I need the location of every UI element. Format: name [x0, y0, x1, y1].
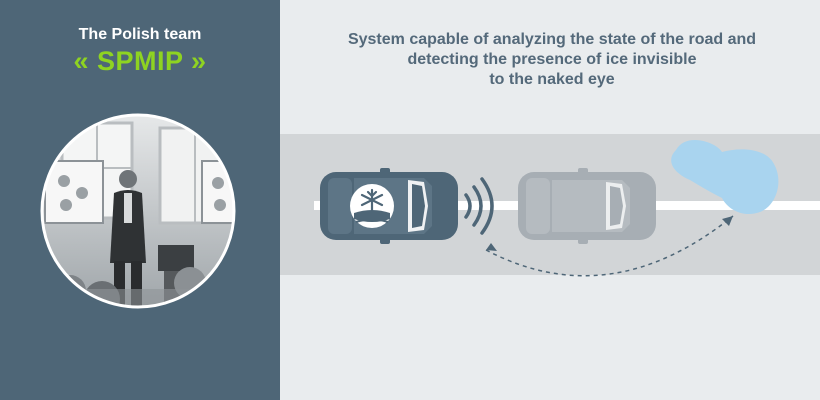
wireless-waves-icon: [464, 177, 494, 235]
team-panel: The Polish team « SPMIP »: [0, 0, 280, 400]
headline: System capable of analyzing the state of…: [320, 30, 784, 90]
equipped-car: [320, 168, 458, 244]
detection-arrow-head-right: [722, 216, 733, 226]
team-name: « SPMIP »: [73, 46, 207, 76]
other-car: [518, 168, 656, 244]
headline-line-1: System capable of analyzing the state of…: [347, 31, 757, 48]
detection-path: [485, 215, 734, 277]
headline-line-2: detecting the presence of ice invisible: [407, 51, 697, 68]
ice-patch-icon: [671, 140, 779, 215]
team-label: The Polish team: [78, 26, 202, 43]
detection-arrow-head-left: [486, 243, 497, 251]
team-photo: [40, 113, 236, 309]
snowflake-over-water-icon: [350, 184, 394, 228]
headline-line-3: to the naked eye: [489, 71, 615, 88]
